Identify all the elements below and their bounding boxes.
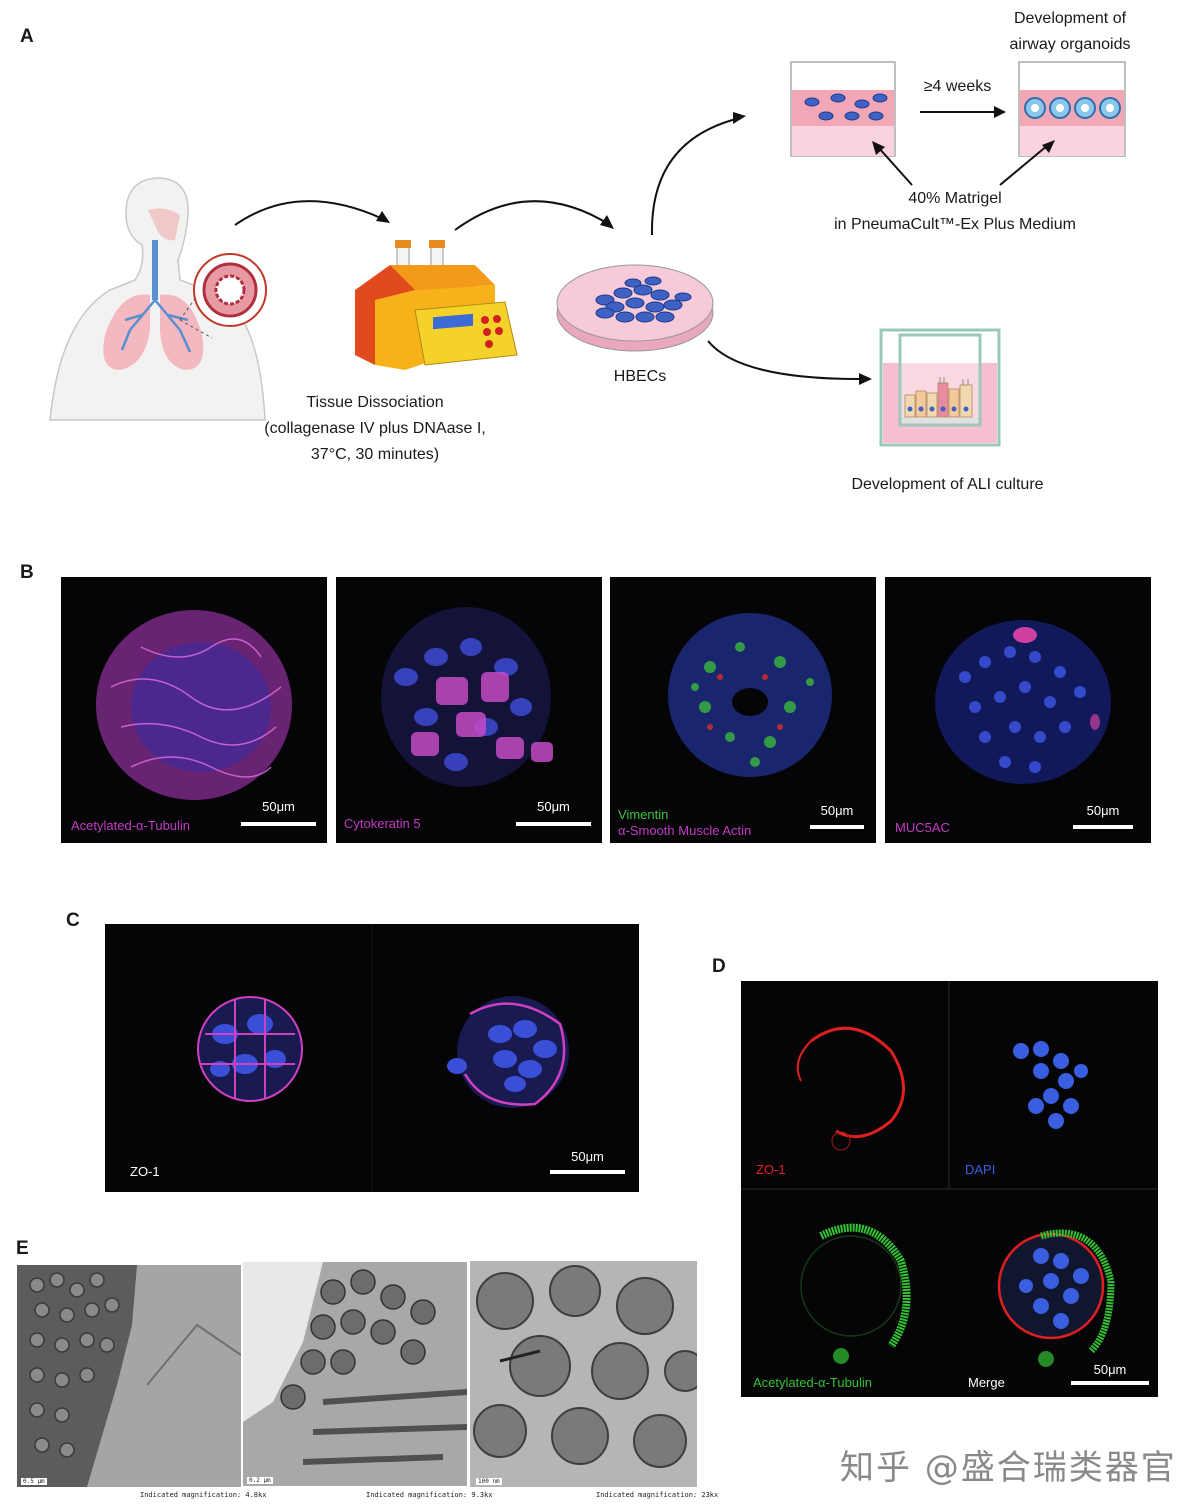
scale-bar-c	[550, 1170, 625, 1174]
micrograph-muc5ac: MUC5AC 50μm	[885, 577, 1151, 843]
label-d-dapi: DAPI	[965, 1162, 996, 1177]
tem-scale-3: 100 nm	[476, 1478, 502, 1485]
matrigel-caption-line1: 40% Matrigel	[908, 190, 1002, 207]
matrigel-caption: 40% Matrigel in PneumaCult™-Ex Plus Medi…	[805, 186, 1105, 238]
label-zo1: ZO-1	[130, 1164, 160, 1179]
label-d-merge: Merge	[968, 1375, 1005, 1390]
scale-text-d: 50μm	[1093, 1362, 1127, 1377]
micrograph-zo1-organoids: ZO-1 50μm	[105, 924, 639, 1192]
organoid-wells-illustration	[790, 61, 1126, 157]
organoid-title-line2: airway organoids	[1009, 36, 1131, 53]
organoid-title-line1: Development of	[1013, 10, 1127, 27]
panel-letter-d: D	[712, 956, 726, 977]
matrigel-caption-line2: in PneumaCult™-Ex Plus Medium	[834, 216, 1076, 233]
scale-bar-b2	[516, 822, 591, 826]
arrow-to-ali-culture	[707, 340, 872, 385]
tem-mag-1: Indicated magnification: 4.8kx	[140, 1491, 267, 1499]
scale-text-c: 50μm	[571, 1149, 604, 1164]
matrigel-arrows	[872, 140, 1055, 186]
label-d-zo1: ZO-1	[756, 1162, 786, 1177]
tem-image-3: 100 nm	[470, 1261, 697, 1487]
tem-scale-2: 0.2 μm	[247, 1477, 273, 1484]
dissociator-machine-illustration	[355, 240, 518, 370]
dissociation-caption-line1: Tissue Dissociation	[306, 394, 444, 411]
label-vimentin: Vimentin	[618, 807, 669, 822]
panel-letter-e: E	[16, 1238, 29, 1259]
scale-text-b1: 50μm	[262, 799, 295, 814]
tem-image-2: 0.2 μm	[243, 1262, 467, 1486]
tem-image-1: 0.5 μm	[17, 1265, 241, 1487]
dissociation-caption: Tissue Dissociation (collagenase IV plus…	[235, 390, 515, 468]
scale-bar-d	[1071, 1381, 1149, 1385]
micrograph-cytokeratin-5: Cytokeratin 5 50μm	[336, 577, 602, 843]
ali-caption: Development of ALI culture	[851, 476, 1044, 493]
scale-text-b2: 50μm	[537, 799, 570, 814]
label-cytokeratin-5: Cytokeratin 5	[344, 816, 421, 831]
micrograph-panel-d: ZO-1 DAPI Acetylated-α-Tubulin Merge 50μ…	[741, 981, 1158, 1397]
dissociation-caption-line3: 37°C, 30 minutes)	[310, 446, 440, 463]
label-muc5ac: MUC5AC	[895, 820, 950, 835]
panel-letter-c: C	[66, 910, 80, 931]
tem-mag-3: Indicated magnification: 23kx	[596, 1491, 719, 1499]
arrow-to-dissociation	[234, 200, 390, 226]
watermark: 知乎 @盛合瑞类器官	[840, 1448, 1177, 1488]
arrow-to-hbecs	[454, 200, 614, 231]
micrograph-vimentin-sma: Vimentin α-Smooth Muscle Actin 50μm	[610, 577, 876, 843]
micrograph-acetylated-tubulin: Acetylated-α-Tubulin 50μm	[61, 577, 327, 843]
petri-dish-hbecs-illustration	[556, 264, 714, 352]
scale-bar-b1	[241, 822, 316, 826]
label-d-tubulin: Acetylated-α-Tubulin	[753, 1375, 873, 1390]
scale-bar-b4	[1073, 825, 1133, 829]
tem-mag-2: Indicated magnification: 9.3kx	[366, 1491, 493, 1499]
scale-bar-b3	[810, 825, 864, 829]
panel-letter-a: A	[20, 26, 34, 47]
label-acetylated-tubulin: Acetylated-α-Tubulin	[71, 818, 191, 833]
human-airway-illustration	[49, 177, 267, 421]
organoid-title: Development of airway organoids	[985, 6, 1155, 58]
hbecs-label: HBECs	[613, 368, 667, 385]
panel-letter-b: B	[20, 562, 34, 583]
arrow-to-organoid-culture	[650, 112, 746, 236]
scale-text-b4: 50μm	[1086, 803, 1120, 818]
scale-text-b3: 50μm	[820, 803, 854, 818]
dissociation-caption-line2: (collagenase IV plus DNAase I,	[264, 420, 486, 437]
label-sma: α-Smooth Muscle Actin	[618, 823, 752, 838]
ali-transwell-illustration	[879, 328, 1001, 447]
duration-label: ≥4 weeks	[923, 78, 992, 95]
tem-scale-1: 0.5 μm	[21, 1478, 47, 1485]
